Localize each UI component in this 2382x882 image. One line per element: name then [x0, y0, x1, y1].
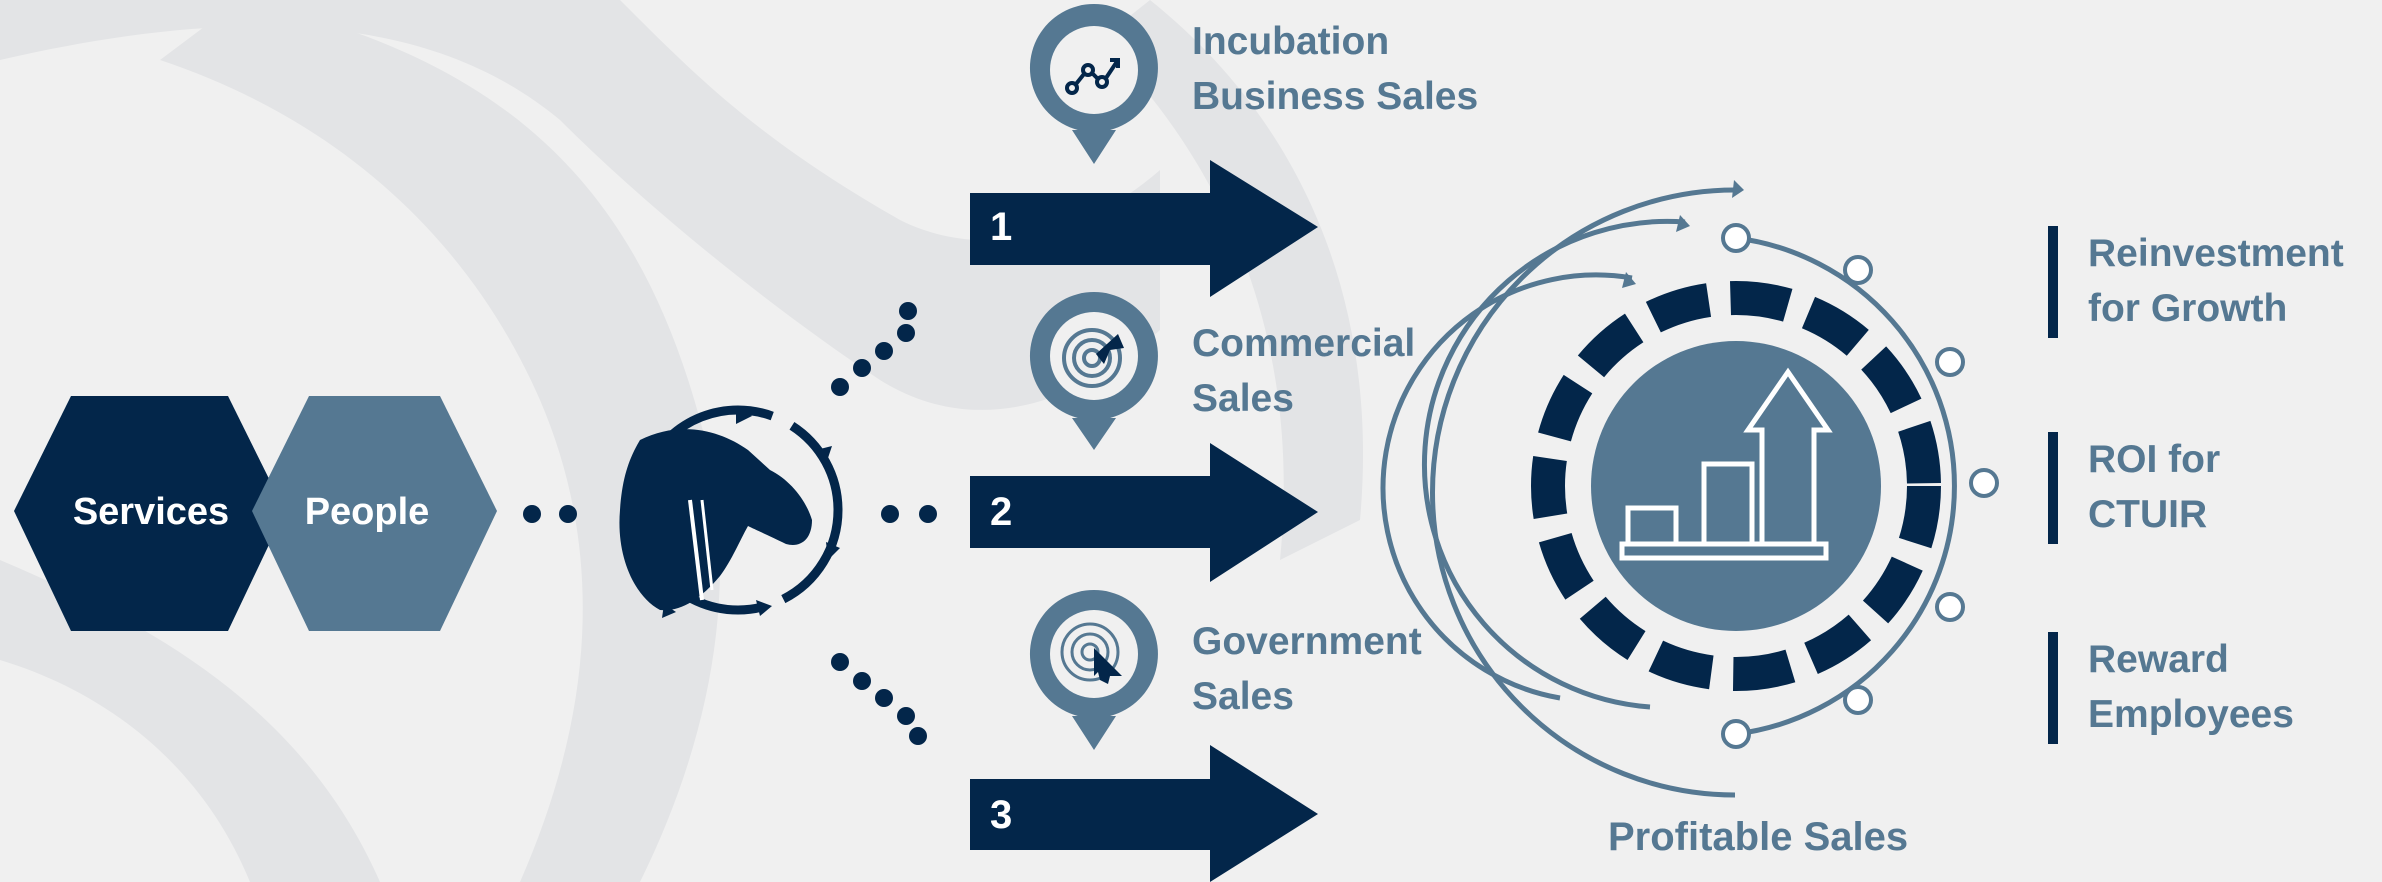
channel-label-2-line1: Commercial: [1192, 322, 1416, 365]
target-icon: [1062, 328, 1124, 388]
channel-label-2: Commercial Sales: [1192, 316, 1415, 426]
channel-label-1-line1: Incubation: [1192, 20, 1390, 63]
outcome-reward: Reward Employees: [2048, 632, 2294, 744]
outcome-roi-line2: CTUIR: [2088, 493, 2208, 536]
pin-target-cursor: [1029, 590, 1158, 750]
outcome-reinvestment-line1: Reinvestment: [2088, 232, 2344, 275]
bar-chart-up-arrow-icon: [1619, 367, 1833, 561]
outcome-roi: ROI for CTUIR: [2048, 432, 2220, 544]
outcome-reinvestment-line2: for Growth: [2088, 287, 2288, 330]
channel-label-3-line2: Sales: [1192, 675, 1294, 718]
outcome-roi-line1: ROI for: [2088, 438, 2221, 481]
hexagon-services-label: Services: [73, 491, 229, 533]
channel-label-1-line2: Business Sales: [1192, 75, 1479, 118]
channel-label-2-line2: Sales: [1192, 377, 1294, 420]
outcome-reward-line2: Employees: [2088, 693, 2294, 736]
hexagon-people-label: People: [305, 491, 430, 533]
profitable-sales-graphic: [1380, 180, 1999, 798]
channel-number-2: 2: [990, 490, 1012, 534]
channel-label-3-line1: Government: [1192, 620, 1422, 663]
growth-chart-icon: [1065, 58, 1120, 95]
channel-arrow-3: 3: [970, 745, 1318, 882]
pin-target: [1029, 292, 1158, 450]
channel-arrow-1: 1: [970, 160, 1318, 297]
center-caption: Profitable Sales: [1608, 815, 1909, 859]
horse-head-logo-icon: [619, 405, 843, 618]
pin-growth-chart: [1029, 4, 1158, 164]
channel-number-3: 3: [990, 793, 1012, 837]
channel-number-1: 1: [990, 205, 1012, 249]
channel-label-1: Incubation Business Sales: [1192, 14, 1478, 124]
target-cursor-icon: [1060, 622, 1122, 684]
channel-label-3: Government Sales: [1192, 614, 1422, 724]
connector-dots: [523, 302, 937, 745]
background-watermark: [0, 0, 1364, 882]
outcome-reward-line1: Reward: [2088, 638, 2229, 681]
hexagon-people: People: [252, 396, 497, 631]
hexagon-services: Services: [14, 396, 285, 631]
channel-arrow-2: 2: [970, 443, 1318, 582]
outcome-reinvestment: Reinvestment for Growth: [2048, 226, 2344, 338]
